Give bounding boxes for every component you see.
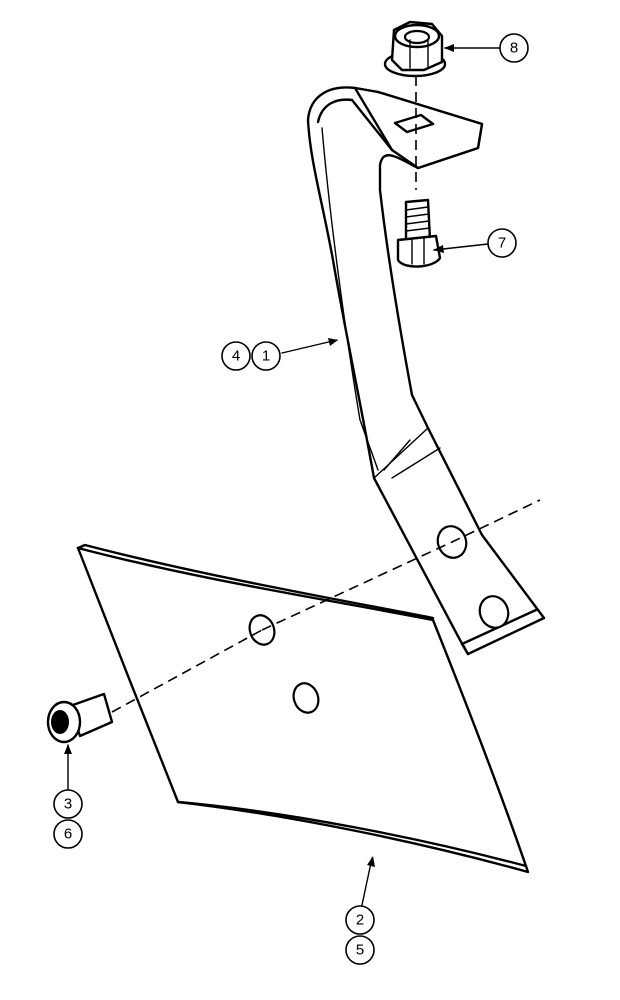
svg-text:8: 8 — [510, 40, 518, 57]
callout-shank-a: 4 — [221, 341, 251, 371]
sweep-blade — [76, 543, 530, 874]
leader-lines — [64, 44, 501, 906]
svg-text:6: 6 — [64, 826, 72, 843]
callout-bolt: 7 — [487, 228, 517, 258]
svg-text:5: 5 — [356, 942, 364, 959]
callout-sweep-a: 2 — [345, 905, 375, 935]
svg-text:4: 4 — [232, 348, 240, 365]
svg-text:1: 1 — [262, 348, 270, 365]
sweep-hole-lower — [292, 682, 320, 714]
shank — [306, 86, 546, 656]
assembly-lines — [111, 76, 541, 713]
callout-shank-b: 1 — [251, 341, 281, 371]
shank-hole-lower — [478, 595, 510, 629]
callout-plow-bolt-a: 3 — [53, 789, 83, 819]
svg-text:3: 3 — [64, 796, 72, 813]
callout-nut: 8 — [499, 33, 529, 63]
svg-text:2: 2 — [356, 912, 364, 929]
svg-text:7: 7 — [498, 235, 506, 252]
callout-plow-bolt-b: 6 — [53, 819, 83, 849]
plow-bolt — [46, 692, 114, 744]
callout-sweep-b: 5 — [345, 935, 375, 965]
carriage-bolt — [396, 198, 442, 268]
flange-nut — [383, 20, 447, 78]
